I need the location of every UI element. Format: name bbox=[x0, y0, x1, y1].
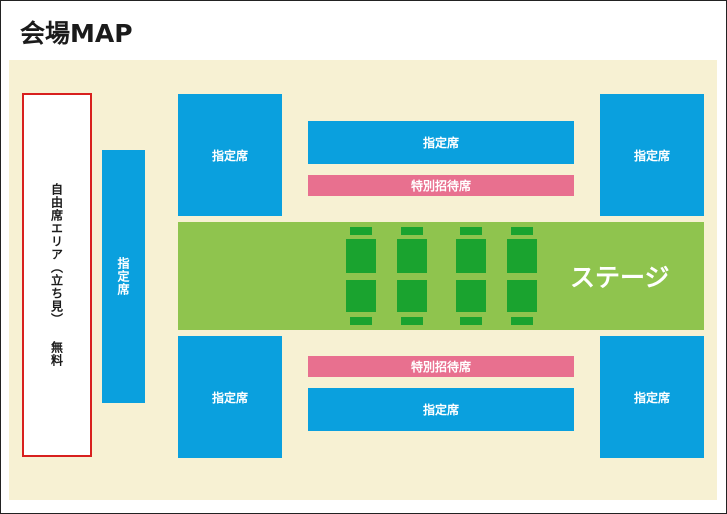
reserved-seat-label: 指定席 bbox=[422, 136, 459, 150]
reserved-seat-label: 指定席 bbox=[211, 148, 248, 163]
reserved-seat-label: 指定席 bbox=[633, 148, 670, 163]
stage-seat-block bbox=[397, 239, 427, 273]
reserved-seat-bottom-center[interactable]: 指定席 bbox=[308, 388, 574, 431]
reserved-seat-bottom-left[interactable]: 指定席 bbox=[178, 336, 282, 458]
stage-seat-block bbox=[346, 280, 376, 312]
special-seat-label: 特別招待席 bbox=[410, 179, 471, 193]
special-seat-top[interactable]: 特別招待席 bbox=[308, 175, 574, 196]
special-seat-bottom[interactable]: 特別招待席 bbox=[308, 356, 574, 377]
stage-label: ステージ bbox=[570, 263, 670, 292]
reserved-seat-top-right[interactable]: 指定席 bbox=[600, 94, 704, 216]
stage-seat-top bbox=[350, 227, 372, 235]
stage-seat-top bbox=[401, 227, 423, 235]
stage-seat-bottom bbox=[350, 317, 372, 325]
stage-seat-top bbox=[460, 227, 482, 235]
stage-seat-block bbox=[456, 280, 486, 312]
special-seat-label: 特別招待席 bbox=[410, 360, 471, 374]
free-standing-area[interactable]: 自由席エリア（立ち見） 無料 bbox=[22, 93, 92, 457]
stage-area[interactable] bbox=[178, 222, 704, 330]
reserved-seat-label: 指定席 bbox=[211, 390, 248, 405]
stage-seat-bottom bbox=[460, 317, 482, 325]
stage-seat-top bbox=[511, 227, 533, 235]
stage-seat-bottom bbox=[511, 317, 533, 325]
reserved-seat-label: 指定席 bbox=[422, 403, 459, 417]
stage-seat-block bbox=[346, 239, 376, 273]
stage-seat-block bbox=[507, 239, 537, 273]
reserved-seat-label: 指定席 bbox=[633, 390, 670, 405]
reserved-seat-label: 指定席 bbox=[116, 257, 130, 296]
reserved-seat-left-strip[interactable]: 指定席 bbox=[102, 150, 145, 403]
stage-seat-bottom bbox=[401, 317, 423, 325]
reserved-seat-top-left[interactable]: 指定席 bbox=[178, 94, 282, 216]
stage-seat-block bbox=[507, 280, 537, 312]
stage-seat-block bbox=[456, 239, 486, 273]
reserved-seat-bottom-right[interactable]: 指定席 bbox=[600, 336, 704, 458]
page-title: 会場MAP bbox=[20, 19, 133, 48]
stage-seat-block bbox=[397, 280, 427, 312]
reserved-seat-top-center[interactable]: 指定席 bbox=[308, 121, 574, 164]
free-standing-area-label: 自由席エリア（立ち見） 無料 bbox=[49, 183, 64, 367]
